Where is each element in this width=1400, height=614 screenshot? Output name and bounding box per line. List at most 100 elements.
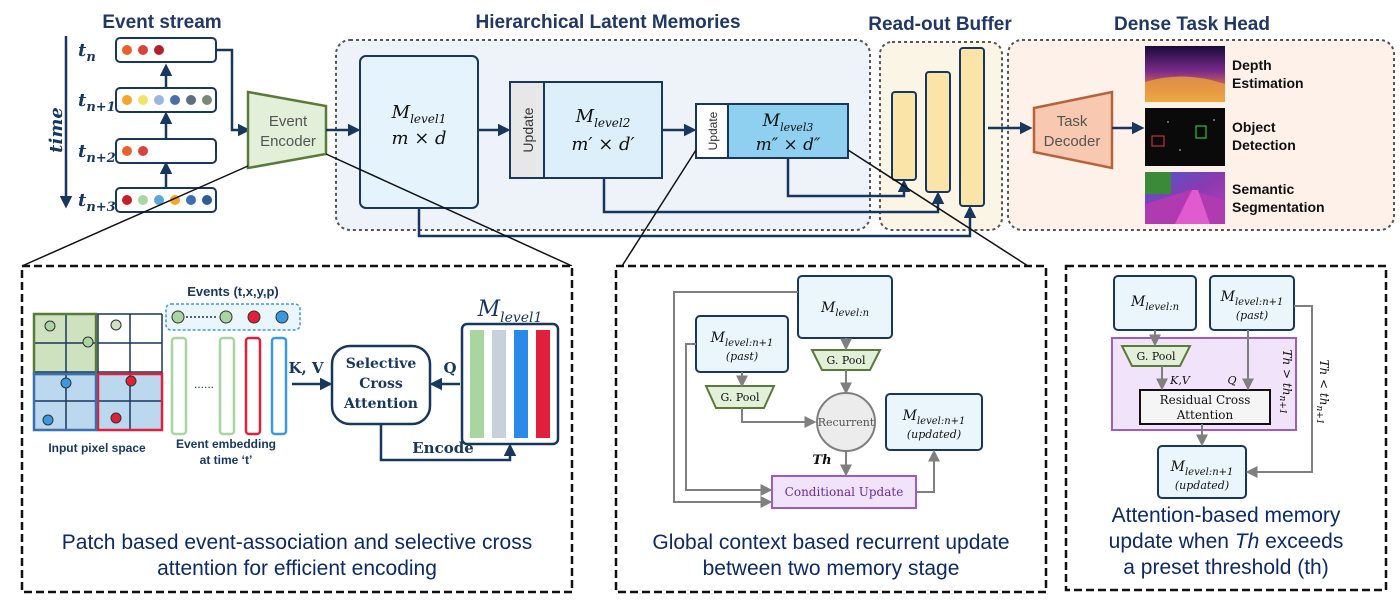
- panel1-memory-block: Mlevel1: [460, 297, 560, 446]
- sca-label-3: Attention: [343, 396, 418, 412]
- object-detection-image: [1145, 108, 1225, 166]
- task-object-1: Object: [1232, 119, 1276, 135]
- event-stream-header: Event stream: [102, 12, 221, 33]
- encoder-label-2: Encoder: [260, 133, 316, 150]
- p2-arrows: [673, 291, 940, 508]
- svg-text:Mlevel3: Mlevel3: [762, 111, 814, 134]
- sca-label-1: Selective: [346, 356, 417, 372]
- memory3-dims: m″ × d″: [756, 135, 821, 155]
- event-dot: [122, 95, 132, 105]
- panel1-caption-2: attention for efficient encoding: [157, 557, 437, 580]
- p3-memory-n: Mlevel:n: [1113, 275, 1197, 331]
- memory2-dims: m′ × d′: [571, 134, 634, 155]
- time-axis: time: [46, 36, 73, 209]
- depth-estimation-image: [1145, 46, 1225, 102]
- svg-text:(past): (past): [1236, 309, 1268, 322]
- encode-label: Encode: [412, 439, 474, 457]
- event-dot: [122, 195, 132, 205]
- svg-text:(updated): (updated): [1175, 479, 1229, 492]
- task-seg-2: Segmentation: [1232, 199, 1325, 215]
- p2-memory-past: Mlevel:n+1 (past): [695, 315, 789, 373]
- event-dot: [154, 95, 164, 105]
- p2-recurrent: Recurrent: [816, 392, 876, 452]
- event-dot: [138, 95, 148, 105]
- event-dot: [186, 95, 196, 105]
- memory-level3: Update Mlevel3 m″ × d″: [695, 103, 849, 159]
- svg-text:Recurrent: Recurrent: [818, 416, 875, 429]
- p3-residual-cross-attention: Residual Cross Attention: [1139, 389, 1271, 425]
- p3-arrows: [1149, 305, 1313, 478]
- memory-level1: Mlevel1 m × d: [359, 55, 479, 209]
- event-dot: [170, 95, 180, 105]
- memory1-dims: m × d: [391, 128, 446, 149]
- encoder-label-1: Event: [269, 113, 308, 130]
- zoom-lines: [21, 149, 1029, 267]
- panel3-caption-3: a preset threshold (th): [1123, 556, 1328, 579]
- p3-th-greater: Th > thn+1: [1277, 349, 1294, 414]
- svg-text:Mlevel:n+1: Mlevel:n+1: [902, 408, 966, 427]
- event-dot: [202, 95, 212, 105]
- p3-q-label: Q: [1227, 374, 1236, 387]
- p3-memory-past: Mlevel:n+1 (past): [1209, 275, 1295, 331]
- svg-text:Mlevel:n: Mlevel:n: [1130, 294, 1179, 313]
- svg-text:Mlevel1: Mlevel1: [477, 297, 543, 326]
- event-dot: [186, 195, 196, 205]
- memory-readout-connectors: [417, 158, 977, 238]
- task-decoder: Task Decoder: [1032, 90, 1114, 170]
- task-head-header: Dense Task Head: [1114, 14, 1270, 35]
- svg-text:G. Pool: G. Pool: [1136, 350, 1176, 363]
- svg-text:Mlevel:n+1: Mlevel:n+1: [1220, 289, 1284, 308]
- svg-text:(updated): (updated): [907, 428, 961, 441]
- buffer-header: Read-out Buffer: [868, 14, 1012, 35]
- event-dot: [154, 45, 164, 55]
- input-pixel-grid: [32, 312, 164, 432]
- p2-conditional-update: Conditional Update: [771, 475, 917, 509]
- panel3-caption-1: Attention-based memory: [1112, 504, 1341, 527]
- p3-gpool: G. Pool: [1120, 345, 1192, 367]
- event-dot: [122, 146, 132, 156]
- memory2-update-label: Update: [520, 107, 536, 152]
- svg-text:Mlevel:n: Mlevel:n: [820, 300, 869, 319]
- p2-th-label: Th: [812, 453, 831, 468]
- task-labels: Depth Estimation Object Detection Semant…: [1232, 57, 1325, 215]
- task-seg-1: Semantic: [1232, 181, 1294, 197]
- p3-kv-label: K,V: [1169, 374, 1191, 387]
- stream-time-label: tn+2: [78, 141, 116, 166]
- event-dot: [202, 195, 212, 205]
- sca-label-2: Cross: [359, 376, 403, 392]
- event-encoder: Event Encoder: [246, 90, 328, 170]
- svg-text:Residual Cross: Residual Cross: [1160, 393, 1251, 407]
- event-dot: [154, 195, 164, 205]
- encode-arrow: [379, 424, 517, 462]
- pixel-space-label: Input pixel space: [48, 441, 146, 455]
- p2-gpool-top: G. Pool: [810, 349, 882, 371]
- q-label: Q: [443, 359, 456, 377]
- p3-memory-updated: Mlevel:n+1 (updated): [1157, 445, 1247, 499]
- event-dot: [138, 195, 148, 205]
- svg-text:Attention: Attention: [1176, 408, 1234, 422]
- event-stream-rows: tn tn+1 tn+2 tn+3: [78, 37, 217, 215]
- event-dot: [138, 45, 148, 55]
- panel2-caption-2: between two memory stage: [703, 557, 960, 580]
- task-object-2: Detection: [1232, 137, 1296, 153]
- embedding-label-1: Event embedding: [176, 437, 276, 451]
- stream-to-encoder-arrow: [216, 48, 251, 137]
- task-depth-2: Estimation: [1232, 75, 1304, 91]
- task-depth-1: Depth: [1232, 57, 1272, 73]
- p2-gpool-left: G. Pool: [704, 385, 776, 409]
- event-embeddings: ......: [170, 336, 288, 436]
- p2-memory-n: Mlevel:n: [797, 275, 893, 339]
- events-strip: [165, 303, 301, 331]
- memory3-update-label: Update: [706, 111, 720, 150]
- kv-label: K, V: [288, 359, 323, 377]
- svg-text:Mlevel:n+1: Mlevel:n+1: [1170, 459, 1234, 478]
- readout-buffer: [891, 47, 985, 207]
- stream-time-label: tn+1: [78, 90, 116, 115]
- panel1-caption-1: Patch based event-association and select…: [62, 531, 532, 554]
- stream-row: tn+1: [78, 87, 217, 115]
- svg-text:Mlevel1: Mlevel1: [391, 102, 447, 126]
- event-dot: [138, 146, 148, 156]
- stream-row: tn: [78, 37, 217, 65]
- stream-time-label: tn+3: [78, 190, 116, 215]
